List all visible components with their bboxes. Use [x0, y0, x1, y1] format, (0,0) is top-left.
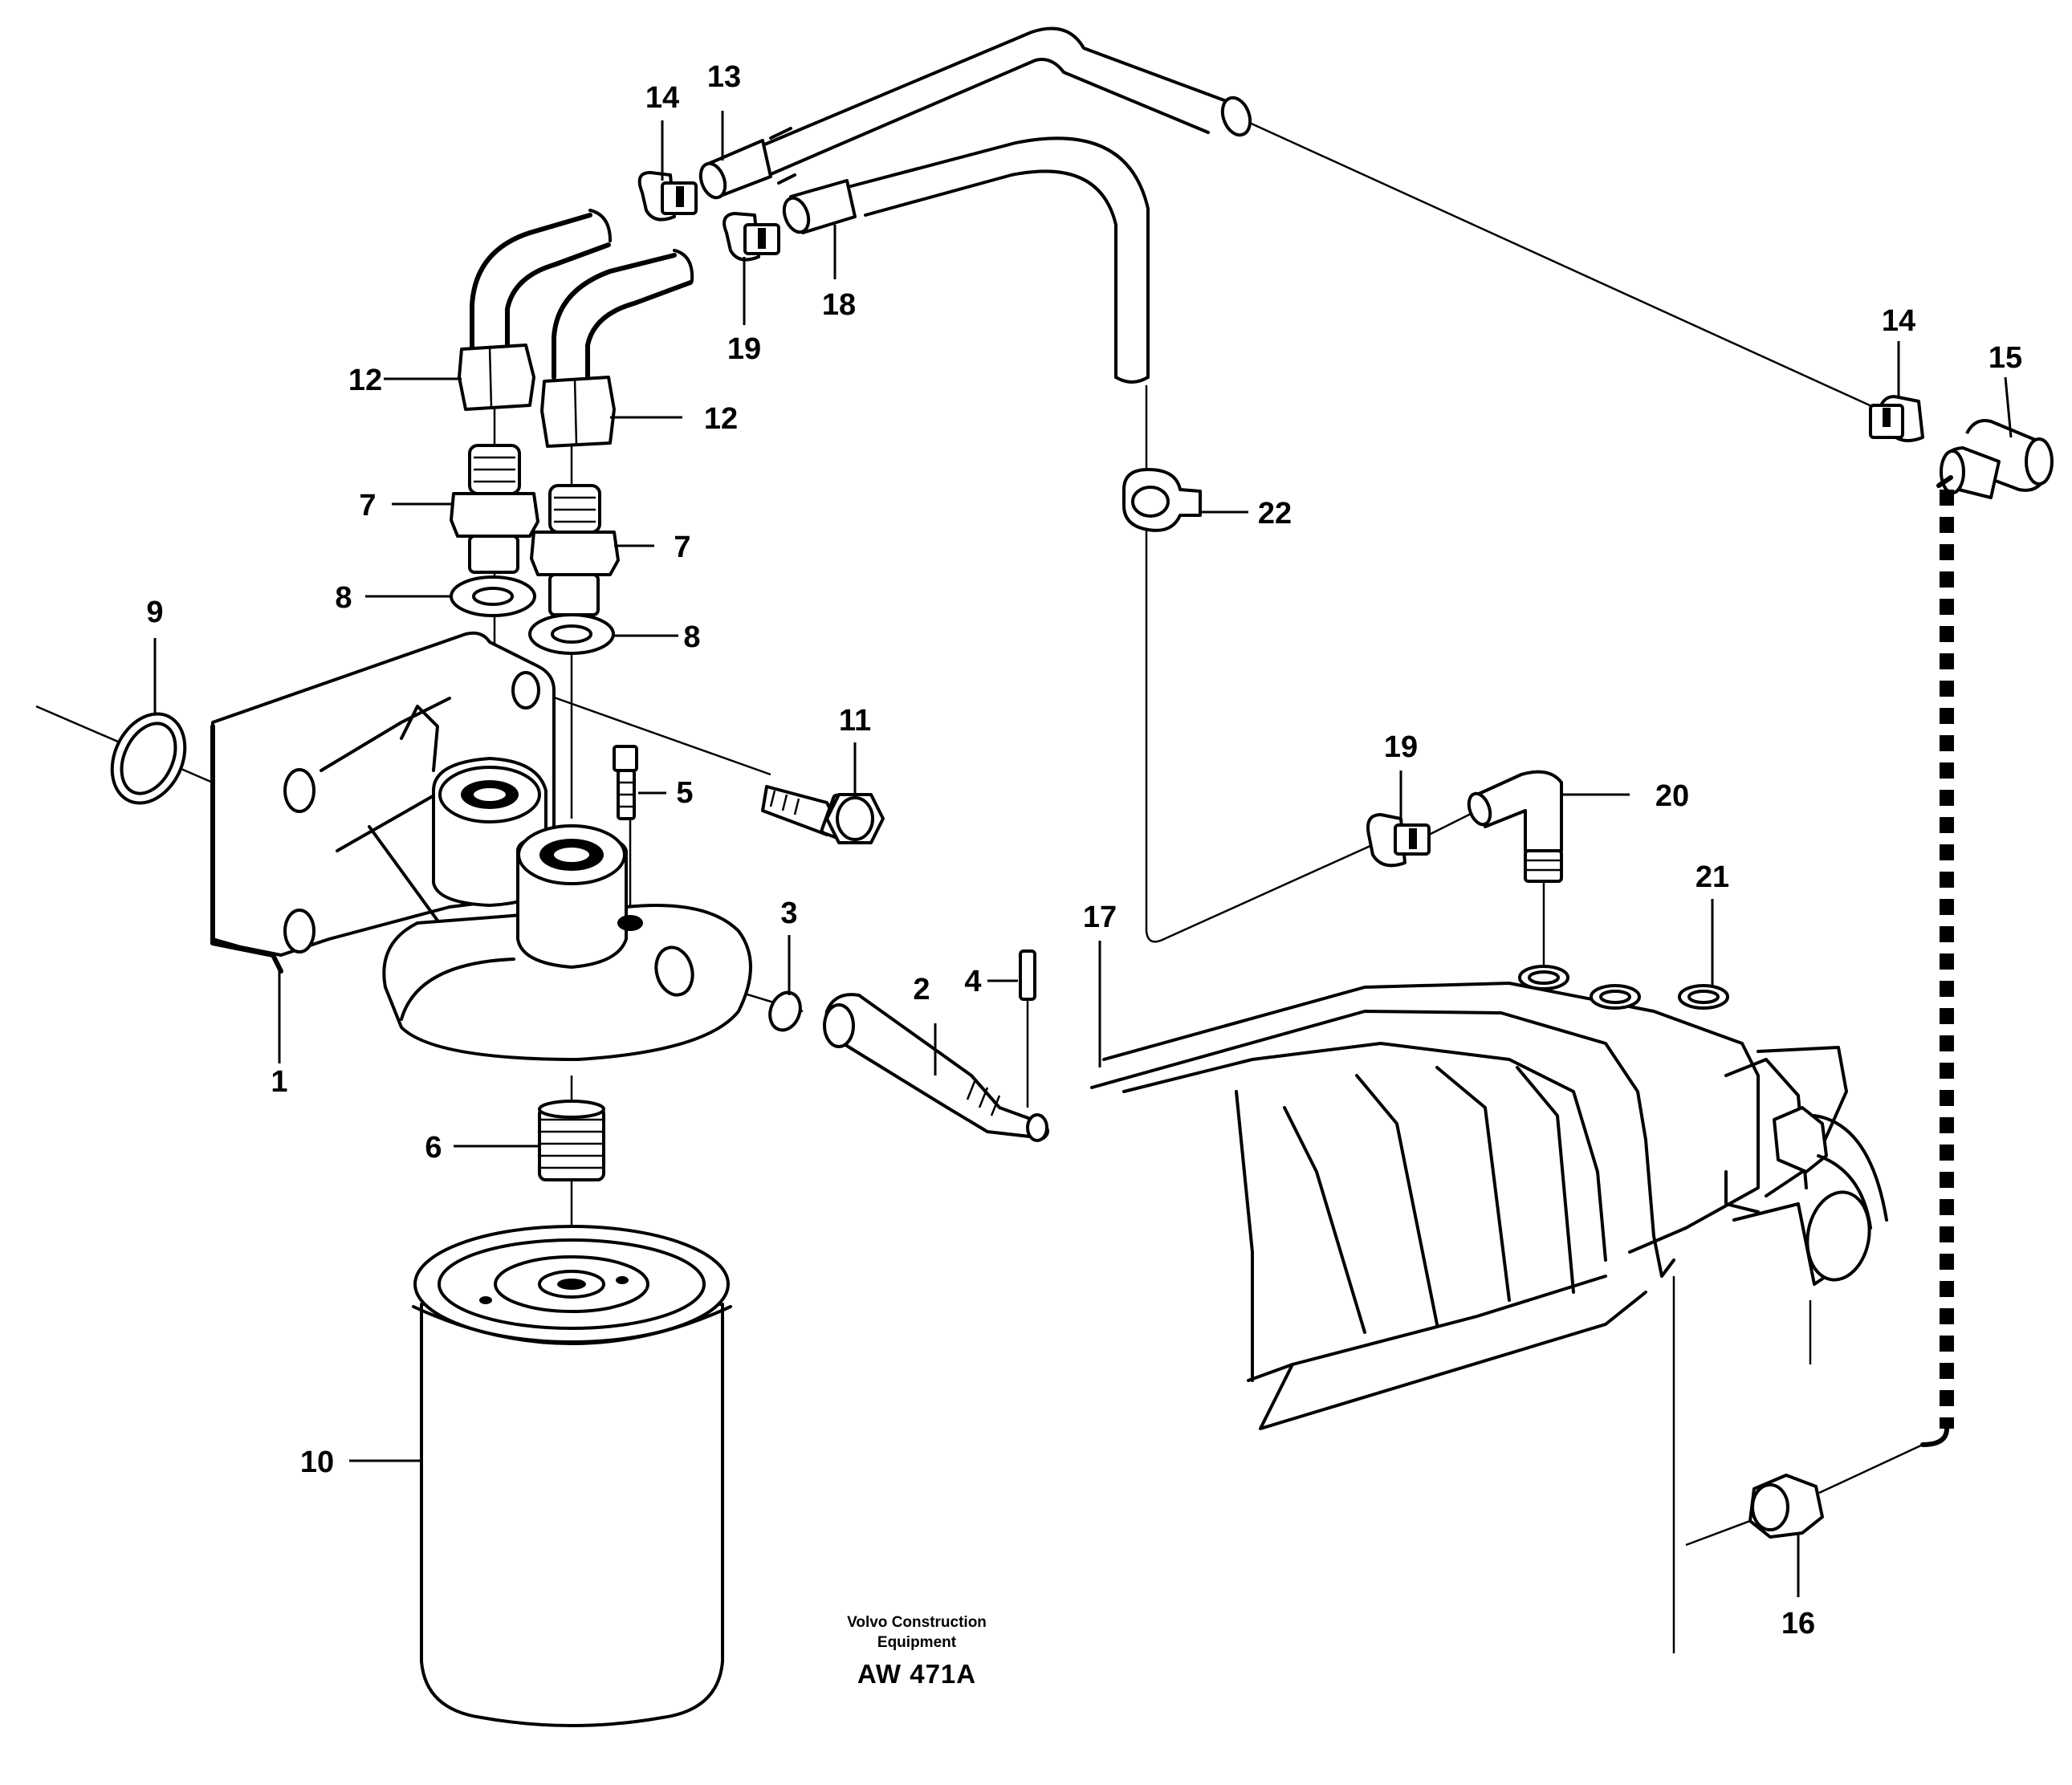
nipple-2 — [823, 993, 1049, 1142]
callout-12-right: 12 — [704, 402, 738, 436]
credit-line-1: Volvo Construction — [847, 1614, 987, 1631]
callout-3: 3 — [780, 897, 797, 930]
pin-4 — [1019, 949, 1036, 1001]
hose-clamp-19-top — [723, 212, 780, 262]
o-ring-3 — [768, 990, 802, 1032]
callout-11: 11 — [839, 704, 871, 738]
callout-13: 13 — [707, 60, 741, 94]
sealing-washer-8-left — [450, 575, 536, 617]
callout-17: 17 — [1083, 901, 1117, 934]
tee-connector-15 — [1940, 419, 2054, 499]
callout-22: 22 — [1258, 497, 1292, 531]
transmission-housing — [1090, 965, 1888, 1653]
union-nut-12-right — [540, 376, 616, 448]
hose-clamp-14-top — [637, 171, 698, 222]
o-ring-9 — [110, 712, 187, 805]
callout-18: 18 — [822, 288, 856, 322]
callout-leaders — [153, 111, 2013, 1597]
callout-15: 15 — [1989, 341, 2022, 375]
callout-1: 1 — [271, 1065, 287, 1099]
bolt-11 — [761, 785, 885, 844]
credit-line-2: Equipment — [877, 1634, 957, 1651]
credit-block: Volvo Construction Equipment AW 471A — [847, 1614, 987, 1689]
callout-9: 9 — [146, 596, 163, 629]
sealing-washer-8-right — [528, 613, 615, 655]
filter-bracket-1 — [210, 631, 752, 1061]
hose-clamp-14-right — [1869, 395, 1924, 442]
clamp-22 — [1122, 468, 1202, 532]
callout-5: 5 — [676, 776, 693, 810]
callout-20: 20 — [1655, 779, 1689, 813]
plug-16 — [1748, 1474, 1824, 1539]
callout-6: 6 — [425, 1131, 442, 1165]
callout-4: 4 — [964, 965, 981, 998]
callout-21: 21 — [1695, 860, 1729, 894]
callout-14-top: 14 — [645, 81, 679, 115]
dashed-hose — [1920, 475, 1954, 1447]
oil-filter-10 — [412, 1225, 732, 1727]
callout-12-left: 12 — [348, 364, 382, 397]
drawing-code: AW 471A — [857, 1659, 976, 1689]
callout-8-right: 8 — [683, 620, 700, 654]
callout-labels: 1 2 3 4 5 6 7 7 8 8 9 10 11 12 12 13 14 … — [146, 60, 2022, 1641]
union-nut-12-left — [458, 344, 535, 411]
elbow-20 — [1467, 770, 1563, 883]
callout-16: 16 — [1781, 1607, 1815, 1641]
callout-19-top: 19 — [727, 332, 761, 366]
insert-6 — [538, 1100, 605, 1181]
callout-14-right: 14 — [1882, 304, 1915, 338]
hose-assembly — [470, 26, 1252, 384]
callout-19-mid: 19 — [1384, 730, 1418, 764]
callout-2: 2 — [913, 973, 930, 1006]
hose-clamp-19-mid — [1366, 809, 1478, 868]
callout-7-left: 7 — [359, 489, 376, 522]
callout-8-left: 8 — [335, 581, 352, 615]
callout-10: 10 — [300, 1445, 334, 1479]
adapter-7-left — [450, 444, 539, 574]
adapter-7-right — [530, 484, 620, 616]
callout-7-right: 7 — [674, 531, 690, 564]
screw-5 — [613, 745, 638, 820]
